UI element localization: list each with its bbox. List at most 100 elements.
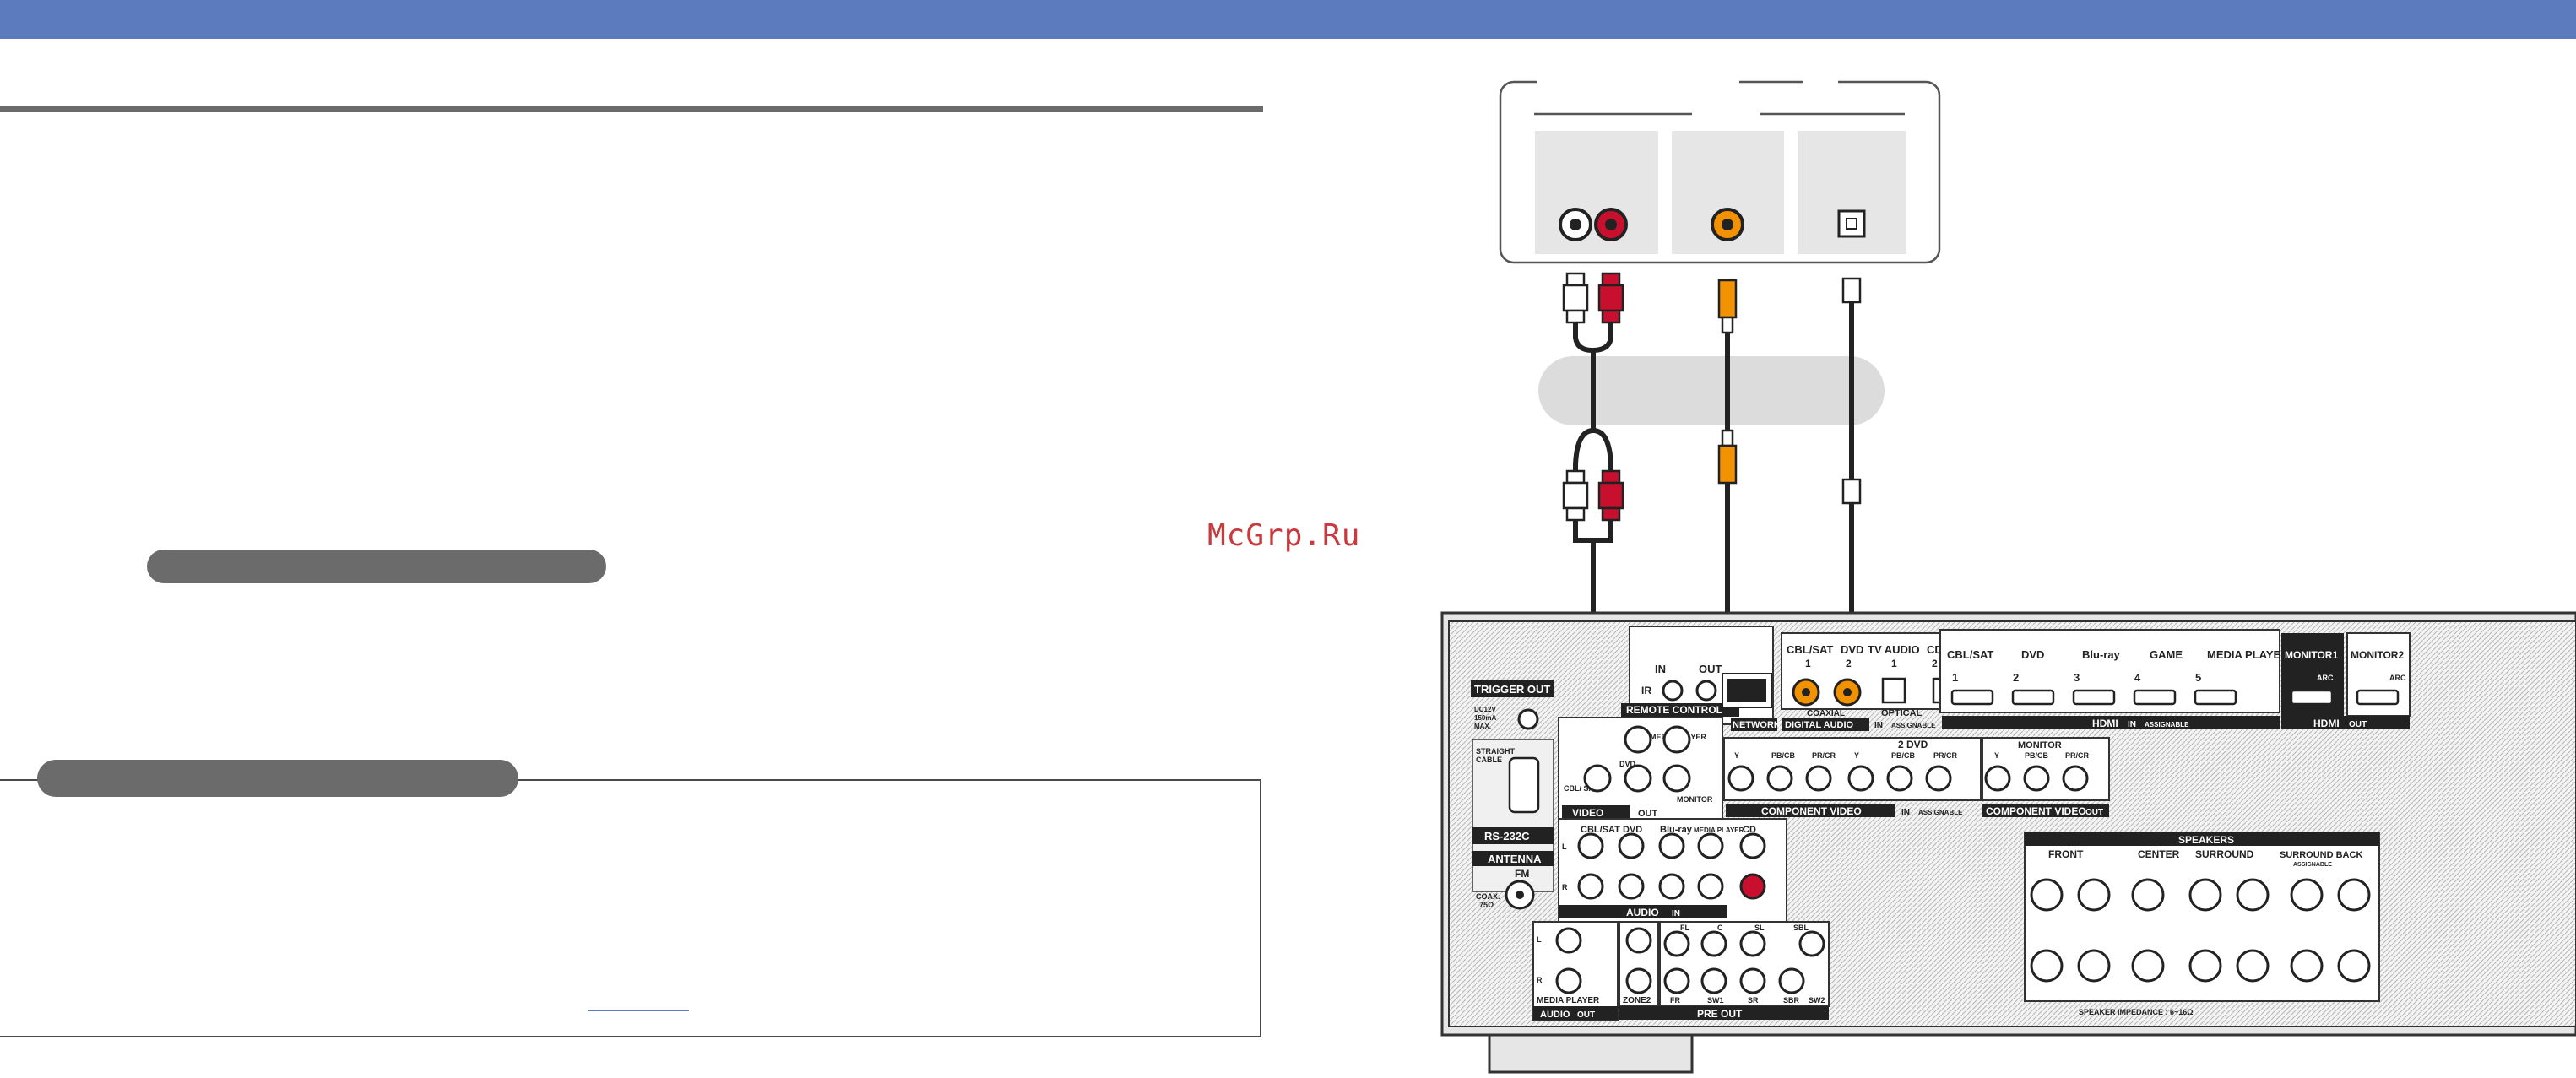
svg-text:L: L: [1562, 842, 1567, 851]
svg-text:DIGITAL AUDIO: DIGITAL AUDIO: [1785, 720, 1854, 730]
svg-text:FL: FL: [1680, 924, 1689, 932]
svg-text:NETWORK: NETWORK: [1733, 720, 1781, 730]
page-link[interactable]: [588, 1010, 689, 1011]
svg-text:DVD: DVD: [1623, 825, 1642, 835]
svg-text:ANTENNA: ANTENNA: [1488, 853, 1542, 865]
svg-text:MAX.: MAX.: [1474, 723, 1491, 730]
svg-text:PR/CR: PR/CR: [1812, 751, 1836, 760]
watermark: McGrp.Ru: [1207, 518, 1361, 553]
svg-text:CABLE: CABLE: [1476, 756, 1502, 764]
svg-text:ASSIGNABLE: ASSIGNABLE: [1891, 722, 1936, 729]
svg-text:ARC: ARC: [2317, 674, 2334, 682]
section-rule: [0, 106, 1263, 112]
svg-text:SURROUND: SURROUND: [2195, 848, 2254, 860]
svg-text:MONITOR1: MONITOR1: [2285, 649, 2338, 661]
svg-text:FRONT: FRONT: [2048, 848, 2084, 860]
svg-text:150mA: 150mA: [1474, 714, 1496, 722]
svg-text:MEDIA PLAYER: MEDIA PLAYER: [2207, 648, 2289, 661]
svg-text:ZONE2: ZONE2: [1623, 996, 1651, 1005]
svg-text:IN: IN: [1874, 721, 1883, 730]
svg-text:2: 2: [1932, 658, 1938, 669]
svg-text:1: 1: [1891, 658, 1897, 669]
svg-text:COAXIAL: COAXIAL: [1807, 709, 1845, 718]
svg-text:Blu-ray: Blu-ray: [2082, 648, 2121, 661]
svg-text:PB/CB: PB/CB: [1771, 751, 1796, 760]
svg-text:SW1: SW1: [1707, 996, 1724, 1005]
svg-text:PB/CB: PB/CB: [1891, 751, 1916, 760]
svg-text:2: 2: [1846, 658, 1852, 669]
rca-plug-icon: [1562, 272, 1624, 324]
svg-text:TV AUDIO: TV AUDIO: [1868, 643, 1920, 656]
svg-text:VIDEO: VIDEO: [1572, 807, 1603, 819]
svg-text:PR/CR: PR/CR: [1933, 751, 1958, 760]
svg-text:Y: Y: [1854, 751, 1859, 760]
svg-text:R: R: [1537, 976, 1543, 984]
svg-text:COMPONENT VIDEO: COMPONENT VIDEO: [1986, 805, 2086, 817]
svg-text:OUT: OUT: [1577, 1010, 1595, 1020]
svg-text:IR: IR: [1641, 685, 1651, 696]
receiver-rear-panel: IN OUT IR REMOTE CONTROL NETWORK TRIGGER…: [1440, 611, 2576, 1074]
svg-text:SPEAKERS: SPEAKERS: [2178, 834, 2234, 846]
svg-text:AUDIO: AUDIO: [1540, 1010, 1570, 1020]
subheading-pill: [147, 550, 606, 583]
svg-text:STRAIGHT: STRAIGHT: [1476, 747, 1516, 756]
connection-diagram: IN OUT IR REMOTE CONTROL NETWORK TRIGGER…: [1440, 76, 2576, 1074]
svg-text:L: L: [1537, 935, 1542, 944]
svg-text:MONITOR2: MONITOR2: [2351, 649, 2404, 661]
svg-text:COAX.: COAX.: [1476, 892, 1500, 901]
svg-text:1: 1: [1952, 671, 1958, 684]
svg-text:GAME: GAME: [2150, 648, 2183, 661]
svg-text:Blu-ray: Blu-ray: [1660, 825, 1693, 835]
svg-text:C: C: [1717, 924, 1723, 932]
svg-text:4: 4: [2134, 671, 2141, 684]
svg-text:ASSIGNABLE: ASSIGNABLE: [2145, 721, 2189, 729]
svg-text:CBL/SAT: CBL/SAT: [1947, 648, 1993, 661]
svg-text:CBL/ SAT: CBL/ SAT: [1564, 784, 1598, 793]
svg-text:Y: Y: [1734, 751, 1739, 760]
note-heading-pill: [37, 760, 518, 797]
header-bar: [0, 0, 2576, 39]
svg-text:1: 1: [1805, 658, 1811, 669]
svg-text:OUT: OUT: [1699, 663, 1722, 675]
svg-text:MEDIA PLAYER: MEDIA PLAYER: [1694, 826, 1744, 834]
svg-text:ASSIGNABLE: ASSIGNABLE: [2293, 862, 2332, 868]
svg-text:CBL/SAT: CBL/SAT: [1581, 825, 1620, 835]
svg-text:PB/CB: PB/CB: [2025, 751, 2049, 760]
svg-text:SW2: SW2: [1809, 996, 1825, 1005]
svg-text:PR/CR: PR/CR: [2065, 751, 2090, 760]
source-audio-out-jacks: [1559, 208, 1628, 241]
svg-text:CBL/SAT: CBL/SAT: [1787, 643, 1833, 656]
svg-text:RS-232C: RS-232C: [1484, 830, 1530, 842]
svg-text:CD: CD: [1927, 643, 1943, 656]
svg-text:SL: SL: [1754, 924, 1765, 932]
rca-plug-icon: [1562, 469, 1624, 522]
svg-text:TRIGGER OUT: TRIGGER OUT: [1474, 683, 1550, 696]
svg-text:DC12V: DC12V: [1474, 706, 1496, 713]
svg-text:FM: FM: [1515, 868, 1529, 880]
svg-text:IN: IN: [2128, 720, 2136, 729]
cable-label-pill: [1538, 356, 1885, 425]
svg-text:PRE OUT: PRE OUT: [1697, 1008, 1743, 1020]
svg-text:FR: FR: [1670, 996, 1680, 1005]
svg-text:MONITOR: MONITOR: [1677, 795, 1713, 804]
svg-text:REMOTE CONTROL: REMOTE CONTROL: [1626, 704, 1722, 716]
svg-text:DVD: DVD: [2021, 648, 2044, 661]
svg-text:SR: SR: [1748, 996, 1759, 1005]
svg-text:IN: IN: [1655, 663, 1666, 675]
svg-text:SBR: SBR: [1783, 996, 1800, 1005]
svg-text:MONITOR: MONITOR: [2018, 740, 2062, 750]
svg-text:OPTICAL: OPTICAL: [1881, 708, 1923, 718]
source-device: [1499, 76, 1941, 264]
svg-text:OUT: OUT: [2085, 808, 2103, 817]
svg-text:ASSIGNABLE: ASSIGNABLE: [1918, 809, 1963, 816]
svg-text:75Ω: 75Ω: [1479, 901, 1494, 909]
svg-text:HDMI: HDMI: [2092, 718, 2118, 729]
svg-text:SBL: SBL: [1793, 924, 1809, 932]
svg-text:HDMI: HDMI: [2313, 718, 2340, 729]
svg-text:CD: CD: [1743, 825, 1756, 835]
svg-text:AUDIO: AUDIO: [1626, 907, 1659, 918]
svg-text:IN: IN: [1901, 808, 1910, 817]
svg-text:COMPONENT VIDEO: COMPONENT VIDEO: [1761, 805, 1862, 817]
svg-text:5: 5: [2195, 671, 2201, 684]
note-box: [0, 779, 1261, 1037]
